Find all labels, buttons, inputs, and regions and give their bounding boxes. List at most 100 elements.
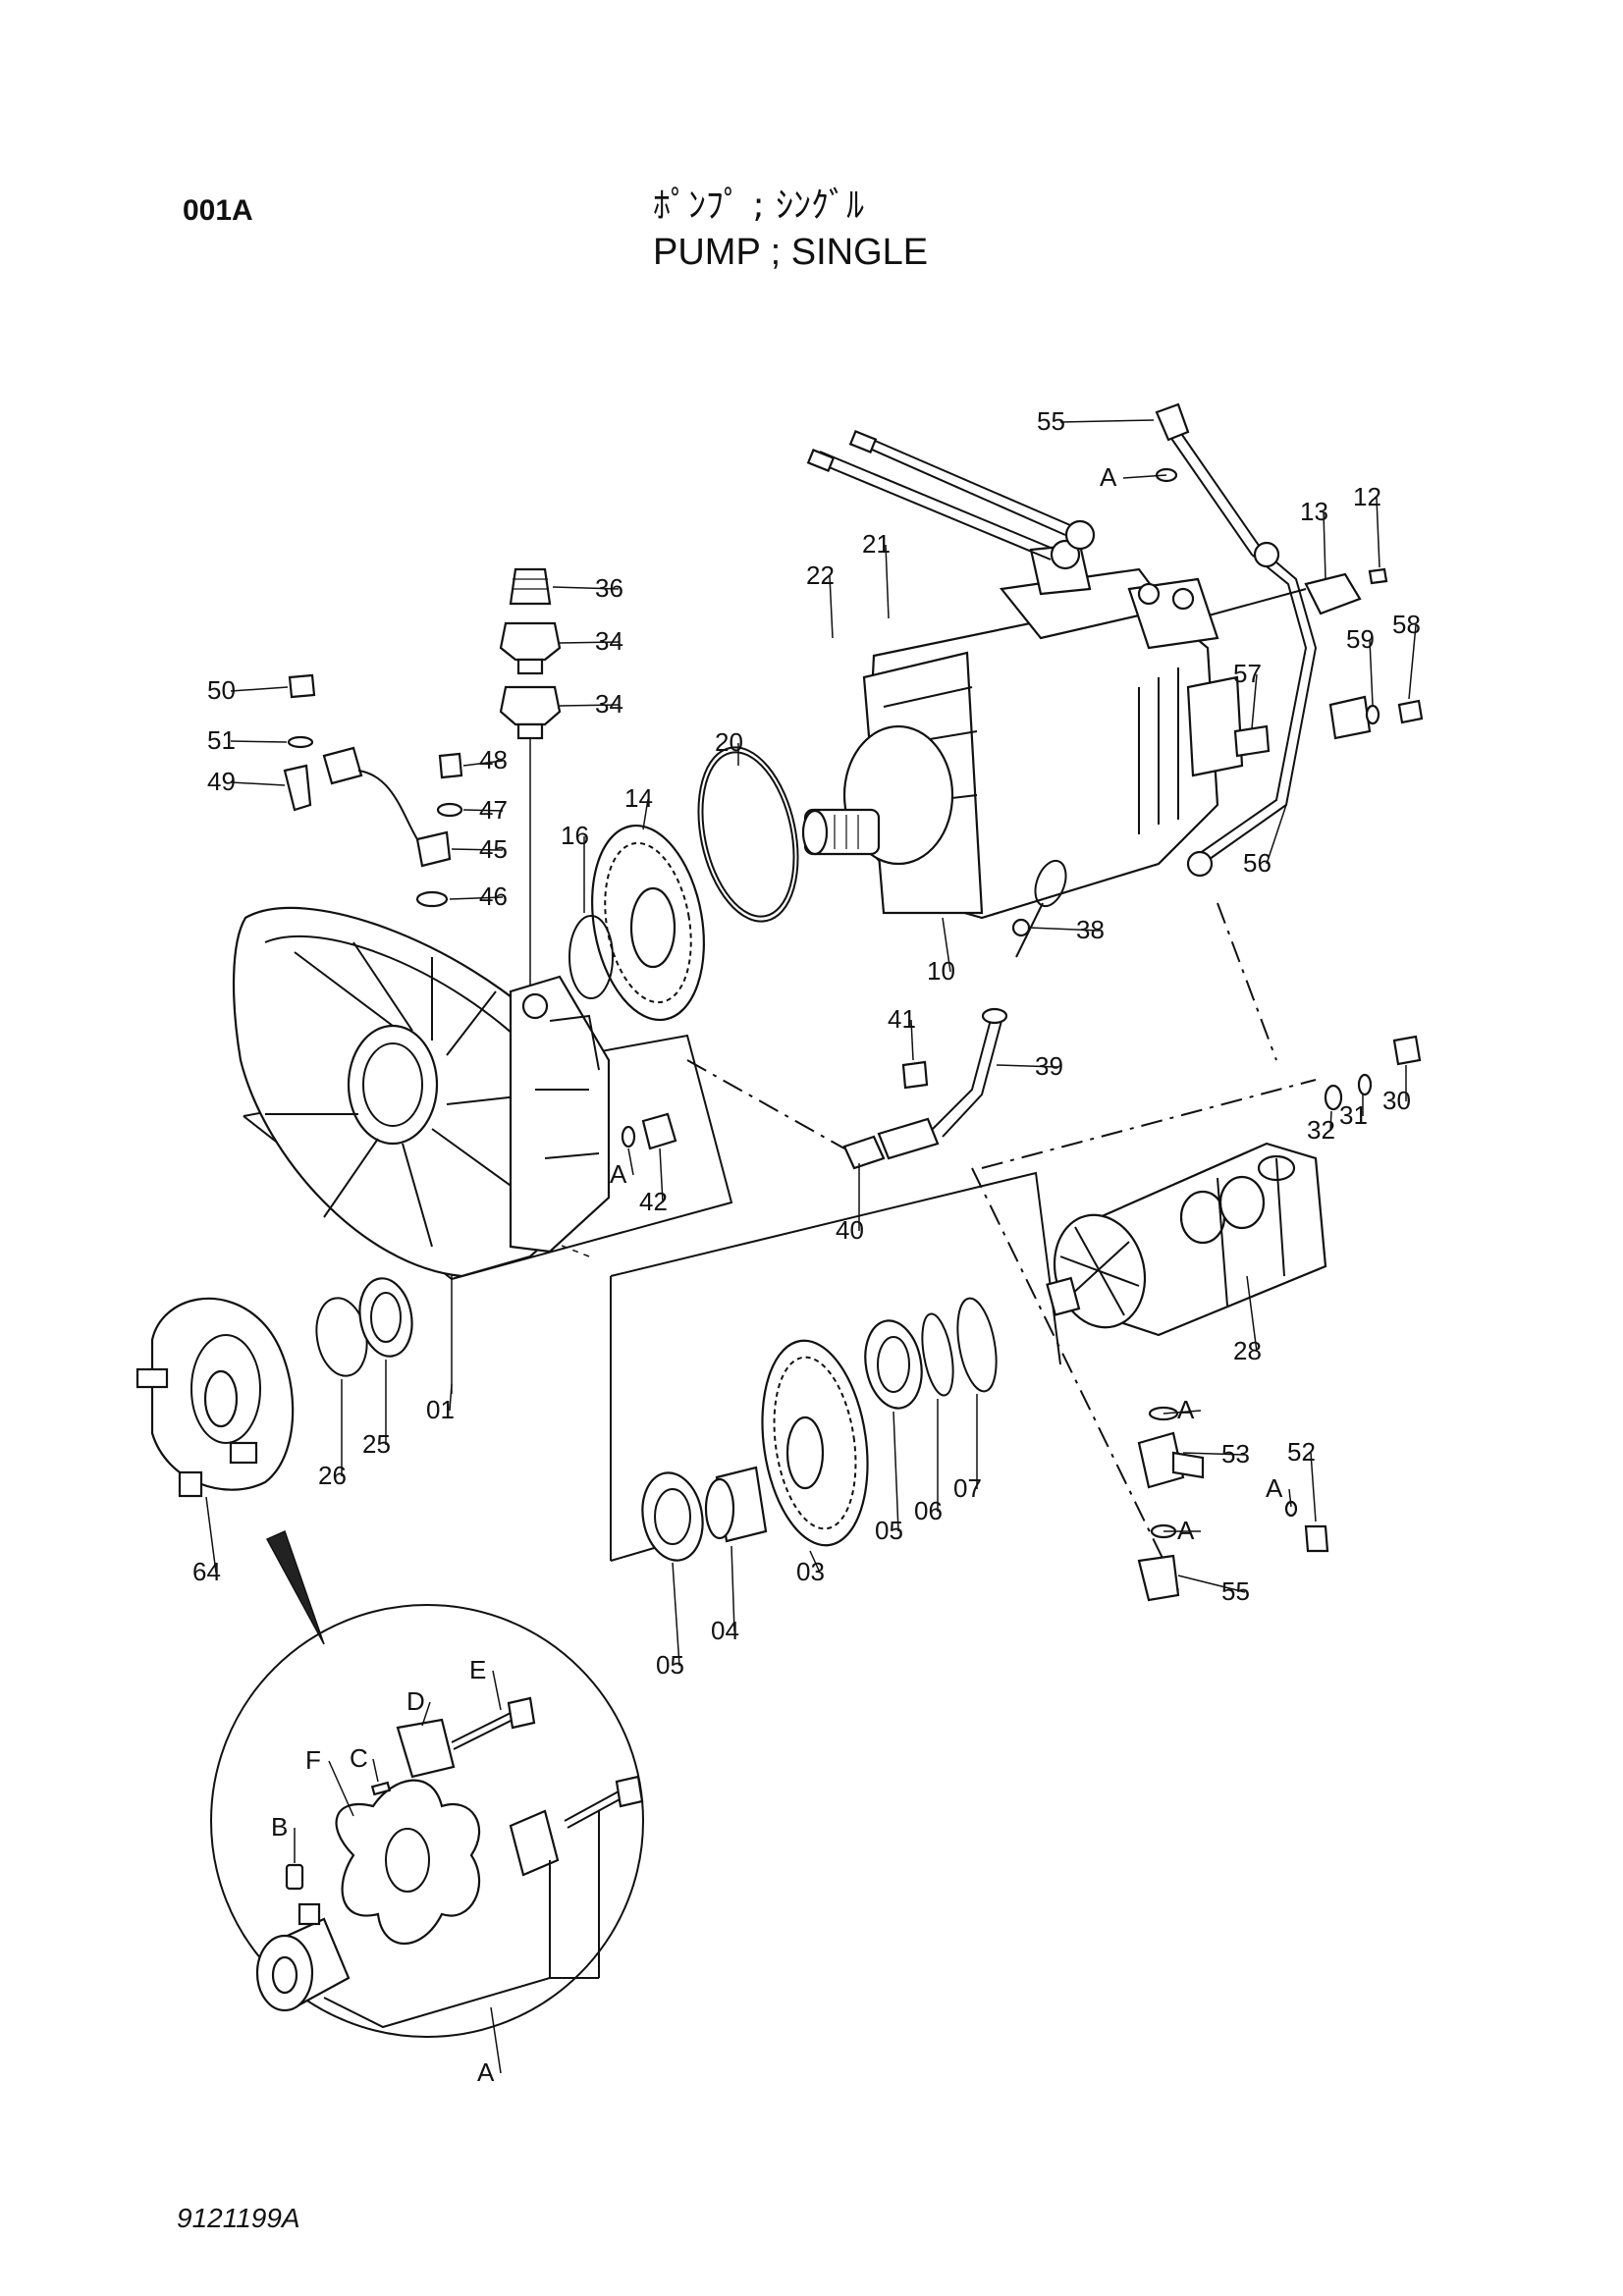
callout-kD: D xyxy=(406,1686,425,1716)
callout-leader xyxy=(829,575,834,639)
callout-leader xyxy=(559,704,620,707)
callout-c14: 14 xyxy=(624,783,653,813)
callout-c41: 41 xyxy=(888,1004,916,1034)
callout-c05b: 05 xyxy=(875,1516,903,1545)
callout-kA2: A xyxy=(610,1159,627,1189)
callout-c58: 58 xyxy=(1392,610,1421,639)
callout-c57: 57 xyxy=(1233,659,1262,688)
callout-c51: 51 xyxy=(207,725,236,755)
callout-c28: 28 xyxy=(1233,1336,1262,1365)
callout-c50: 50 xyxy=(207,675,236,705)
callout-c55b: 55 xyxy=(1221,1576,1250,1606)
callout-c04: 04 xyxy=(711,1616,739,1645)
callout-leader xyxy=(885,544,890,619)
callout-c07: 07 xyxy=(953,1473,982,1503)
callout-c30: 30 xyxy=(1382,1086,1411,1115)
callout-labels: 0103040505060710121314162021222526283031… xyxy=(192,406,1421,2087)
callout-c01: 01 xyxy=(426,1395,455,1424)
coupling-64 xyxy=(135,1297,295,1498)
sensor-parts xyxy=(283,567,562,908)
callout-c42: 42 xyxy=(639,1187,668,1216)
callout-kC: C xyxy=(350,1743,368,1773)
gear-train xyxy=(315,1277,998,1562)
callout-leader xyxy=(462,809,504,812)
callout-leader xyxy=(809,1550,821,1574)
callout-c52: 52 xyxy=(1287,1437,1316,1467)
callout-c56: 56 xyxy=(1243,848,1271,878)
callout-kF: F xyxy=(305,1745,321,1775)
callout-c39: 39 xyxy=(1035,1051,1063,1081)
callout-kE: E xyxy=(469,1655,486,1684)
callout-leader xyxy=(996,1064,1059,1068)
page-code: 001A xyxy=(183,194,253,227)
callout-kA5: A xyxy=(1177,1516,1195,1545)
callout-c49: 49 xyxy=(207,767,236,796)
callout-leader xyxy=(1059,419,1155,423)
callout-leader xyxy=(1266,804,1287,865)
callout-c06: 06 xyxy=(914,1496,943,1525)
callout-c03: 03 xyxy=(796,1557,825,1586)
callout-leader xyxy=(642,798,649,830)
callout-leader xyxy=(659,1148,664,1203)
callout-kA1: A xyxy=(1100,462,1117,492)
callout-c46: 46 xyxy=(479,881,508,911)
title-english: PUMP ; SINGLE xyxy=(653,232,929,273)
callout-leader xyxy=(1177,1575,1246,1593)
callout-c21: 21 xyxy=(862,529,891,559)
callout-c22: 22 xyxy=(806,561,835,590)
callout-leader xyxy=(942,917,951,973)
flywheel-housing-01 xyxy=(232,906,677,1278)
callout-c26: 26 xyxy=(318,1461,347,1490)
callout-leader xyxy=(1288,1488,1292,1508)
callout-c53: 53 xyxy=(1221,1439,1250,1468)
callout-c34a: 34 xyxy=(595,626,623,656)
callout-c36: 36 xyxy=(595,573,623,603)
callout-leader xyxy=(1408,624,1417,700)
callout-leader xyxy=(451,848,504,851)
callout-c47: 47 xyxy=(479,795,508,825)
main-pump-10 xyxy=(801,429,1244,920)
callout-kA4: A xyxy=(1266,1473,1283,1503)
callout-leader xyxy=(559,641,620,644)
callout-leader xyxy=(672,1562,680,1667)
callout-c59: 59 xyxy=(1346,624,1375,654)
callout-leader xyxy=(462,760,504,767)
callout-c13: 13 xyxy=(1300,497,1328,526)
callout-c12: 12 xyxy=(1353,482,1381,511)
callout-leader xyxy=(328,1760,354,1817)
callout-c45: 45 xyxy=(479,834,508,864)
callout-leader xyxy=(1329,1110,1332,1132)
callout-c20: 20 xyxy=(715,727,743,757)
callout-leader xyxy=(730,1545,735,1632)
callout-leader xyxy=(230,781,286,786)
gear-14-and-rings xyxy=(568,746,799,1022)
callout-leader xyxy=(490,2006,502,2074)
callout-leader xyxy=(230,740,288,743)
callout-leader xyxy=(1246,1275,1258,1353)
level-gauge-parts xyxy=(842,859,1067,1170)
callout-leader xyxy=(1376,497,1380,568)
callout-leader xyxy=(230,686,289,692)
callout-leader xyxy=(449,896,504,900)
callout-c38: 38 xyxy=(1076,915,1105,944)
callout-leader xyxy=(421,1701,431,1727)
callout-c25: 25 xyxy=(362,1429,391,1459)
callout-c55a: 55 xyxy=(1037,406,1065,436)
callout-leader xyxy=(910,1019,914,1061)
callout-c64: 64 xyxy=(192,1557,221,1586)
callout-leader xyxy=(1369,639,1374,706)
callout-c10: 10 xyxy=(927,956,955,986)
callout-c16: 16 xyxy=(561,821,589,850)
callout-leader xyxy=(1251,673,1258,729)
callout-c32: 32 xyxy=(1307,1115,1335,1145)
callout-leader xyxy=(1028,927,1101,932)
callout-kB: B xyxy=(271,1812,288,1842)
callout-leader xyxy=(449,1383,453,1412)
coupling-detail-view xyxy=(210,1604,644,2038)
callout-leader xyxy=(372,1758,379,1783)
drawing-number: 9121199A xyxy=(177,2203,300,2233)
gear-pump-28 xyxy=(1046,1035,1422,1602)
pipe-56-assembly xyxy=(1155,402,1424,878)
